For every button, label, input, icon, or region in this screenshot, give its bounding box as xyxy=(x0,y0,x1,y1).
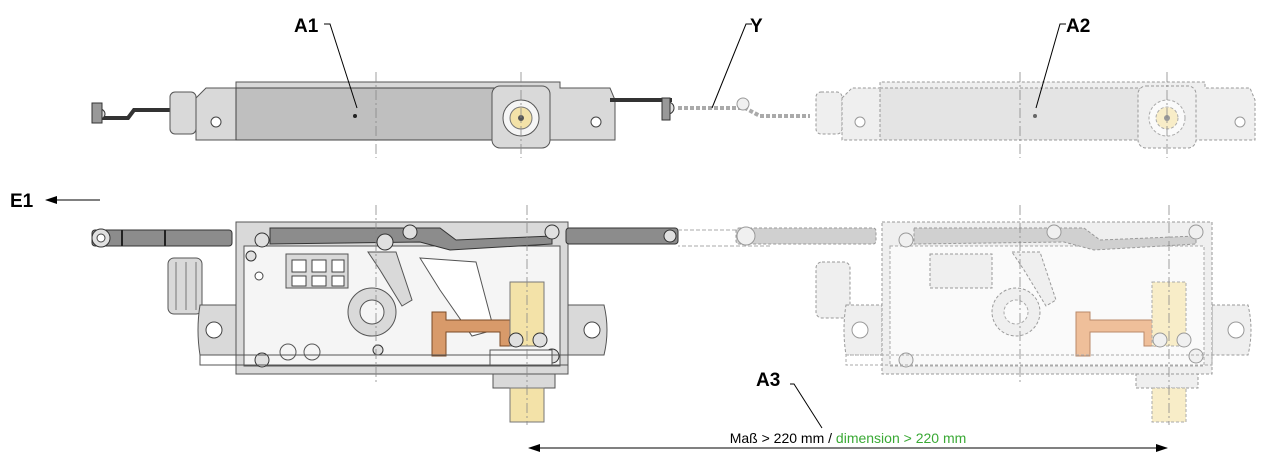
a1-top-mount-hole-right xyxy=(590,116,602,128)
leader-a3 xyxy=(790,383,823,429)
a2-front-screw-tl xyxy=(898,232,914,248)
a1-front-contact-screw-1 xyxy=(508,332,524,348)
a2-front-cable-gland xyxy=(815,261,851,319)
label-a3: A3 xyxy=(756,370,780,391)
a2-front-contact-screw-1 xyxy=(1152,332,1168,348)
a1-top-marker-dot xyxy=(353,114,357,118)
a1-front-screw-tr xyxy=(544,224,560,240)
dimension-label: Maß > 220 mm / dimension > 220 mm xyxy=(730,430,967,446)
a1-front-terminal-5 xyxy=(311,275,327,287)
a2-top-marker-dot xyxy=(1033,114,1037,118)
a1-front-spring-pin xyxy=(372,344,384,356)
a2-top-mount-hole-right xyxy=(1234,116,1246,128)
a1-front-lever-left xyxy=(91,229,233,247)
a1-front-lever-right-pivot xyxy=(663,229,677,243)
a1-front-knockout-2 xyxy=(303,343,321,361)
a1-front-switch-plate xyxy=(419,257,495,337)
a2-front-screw-tr xyxy=(1188,224,1204,240)
a2-top-lever-pivot xyxy=(736,97,750,111)
a2-front-screw-br xyxy=(1188,348,1204,364)
leader-y xyxy=(711,23,752,109)
a1-front-pivot-screw xyxy=(376,233,394,251)
a2-front-base-plate xyxy=(845,354,1213,366)
a1-front-terminal-6 xyxy=(331,275,345,287)
a1-top-lever-clamp xyxy=(91,102,103,124)
a1-front-lever-right xyxy=(565,227,679,245)
a1-front-terminal-1 xyxy=(291,259,307,273)
device-a1-front-view xyxy=(91,205,679,425)
a2-front-mount-hole-right xyxy=(1227,321,1245,339)
a1-front-mount-hole-left xyxy=(205,321,223,339)
label-y: Y xyxy=(750,16,763,37)
label-e1: E1 xyxy=(10,191,34,212)
a1-top-housing-center xyxy=(235,87,497,141)
a2-front-cam-arm xyxy=(1011,251,1057,307)
a2-front-mount-hole-left xyxy=(851,321,869,339)
a1-front-terminal-4 xyxy=(291,275,307,287)
a1-front-cable-gland xyxy=(167,257,203,315)
device-a1-top-view xyxy=(91,72,675,158)
a2-top-cable-gland xyxy=(815,91,843,135)
a1-front-copper-contact xyxy=(431,311,515,357)
a1-top-arm-clamp xyxy=(661,97,671,121)
a1-front-mount-hole-right xyxy=(583,321,601,339)
a1-front-base-plate xyxy=(199,354,569,366)
a1-front-cam-arm xyxy=(367,251,413,307)
annotations: A1 Y A2 E1 A3 Maß > 220 mm / dimension >… xyxy=(10,16,1168,452)
leader-a2 xyxy=(1035,23,1066,109)
label-a2: A2 xyxy=(1066,16,1090,37)
a1-front-screw-tl xyxy=(254,232,270,248)
a1-front-terminal-2 xyxy=(311,259,327,273)
a1-front-lever-eye-hole xyxy=(96,233,106,243)
a1-front-plunger-guide xyxy=(489,349,553,367)
a2-top-lever-rod xyxy=(678,106,810,118)
a1-front-plunger-bushing xyxy=(492,373,556,389)
device-a2-top-view xyxy=(678,72,1256,158)
a2-front-contact-screw-2 xyxy=(1176,332,1192,348)
device-a2-front-view xyxy=(678,205,1252,425)
dimension-text-en: dimension > 220 mm xyxy=(836,430,966,446)
a1-front-screw-tm xyxy=(402,224,418,240)
a1-front-terminal-3 xyxy=(331,259,345,273)
a1-front-cam-hub xyxy=(359,299,385,325)
a1-front-contact-screw-2 xyxy=(532,332,548,348)
a2-front-cam-hub xyxy=(1003,299,1029,325)
leader-a1 xyxy=(324,23,358,109)
a2-front-lever-left xyxy=(735,227,877,245)
dimension-separator: / xyxy=(824,430,836,446)
a1-top-lever-rod xyxy=(98,108,170,120)
dimension-text-de: Maß > 220 mm xyxy=(730,430,825,446)
a1-front-ground-symbol xyxy=(254,271,264,281)
a2-front-plunger-bushing xyxy=(1135,373,1199,389)
a1-front-knockout-1 xyxy=(279,343,297,361)
a2-front-copper-contact xyxy=(1075,311,1159,357)
a1-top-mount-hole-left xyxy=(210,116,222,128)
a2-front-terminal-block xyxy=(929,253,993,289)
a2-front-lever-eye xyxy=(736,226,756,246)
a2-front-screw-bl xyxy=(898,352,914,368)
a1-top-cable-gland xyxy=(169,91,197,135)
a2-top-housing-center xyxy=(879,87,1141,141)
a1-front-ground-screw xyxy=(245,250,257,262)
a2-front-screw-tm xyxy=(1046,224,1062,240)
label-a1: A1 xyxy=(294,16,319,37)
a2-top-mount-hole-left xyxy=(854,116,866,128)
a1-front-screw-bl xyxy=(254,352,270,368)
